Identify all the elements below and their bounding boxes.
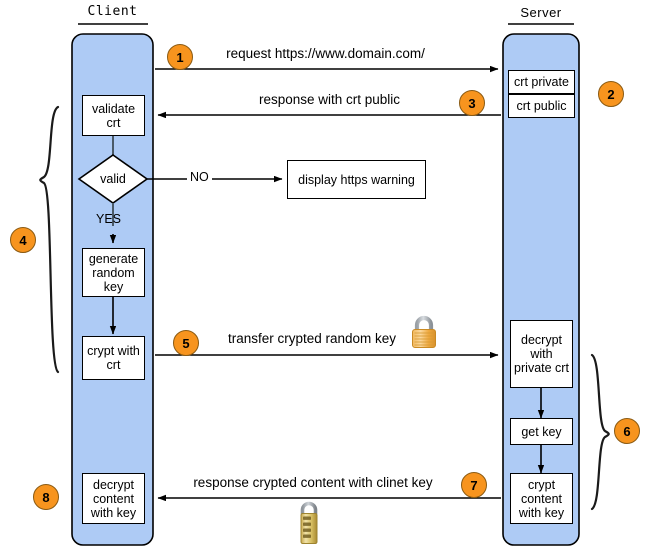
step-badge-4[interactable]: 4: [10, 227, 36, 253]
step-badge-1[interactable]: 1: [167, 44, 193, 70]
label-yes: YES: [96, 212, 122, 226]
node-decrypt-content-with-key[interactable]: decrypt content with key: [82, 473, 145, 524]
combination-padlock-icon: [300, 501, 318, 544]
brace-step-6: [590, 353, 610, 511]
node-get-key[interactable]: get key: [510, 418, 573, 445]
node-crypt-content-with-key[interactable]: crypt content with key: [510, 473, 573, 524]
client-lane-title: Client: [87, 4, 138, 19]
step-badge-6[interactable]: 6: [614, 418, 640, 444]
edge-label-response-content: response crypted content with clinet key: [193, 475, 433, 490]
edge-label-request: request https://www.domain.com/: [226, 46, 425, 61]
node-crt-private[interactable]: crt private: [508, 70, 575, 94]
step-badge-3[interactable]: 3: [459, 90, 485, 116]
step-badge-2[interactable]: 2: [598, 81, 624, 107]
edge-label-no: NO: [187, 170, 212, 184]
server-lane: [502, 33, 580, 546]
edge-label-response-crt-public: response with crt public: [258, 92, 401, 107]
node-generate-random-key[interactable]: generate random key: [82, 248, 145, 297]
step-badge-7[interactable]: 7: [461, 472, 487, 498]
node-decrypt-with-private-crt[interactable]: decrypt with private crt: [510, 320, 573, 388]
padlock-icon: [412, 315, 436, 348]
step-badge-8[interactable]: 8: [33, 484, 59, 510]
node-valid-label: valid: [100, 172, 126, 186]
brace-step-4: [39, 105, 60, 374]
step-badge-5[interactable]: 5: [173, 330, 199, 356]
node-crt-public[interactable]: crt public: [508, 94, 575, 118]
edge-label-transfer-key: transfer crypted random key: [227, 331, 397, 346]
node-display-https-warning[interactable]: display https warning: [287, 160, 426, 199]
node-validate-crt[interactable]: validate crt: [82, 95, 145, 136]
server-lane-title: Server: [520, 5, 562, 20]
node-crypt-with-crt[interactable]: crypt with crt: [82, 336, 145, 380]
